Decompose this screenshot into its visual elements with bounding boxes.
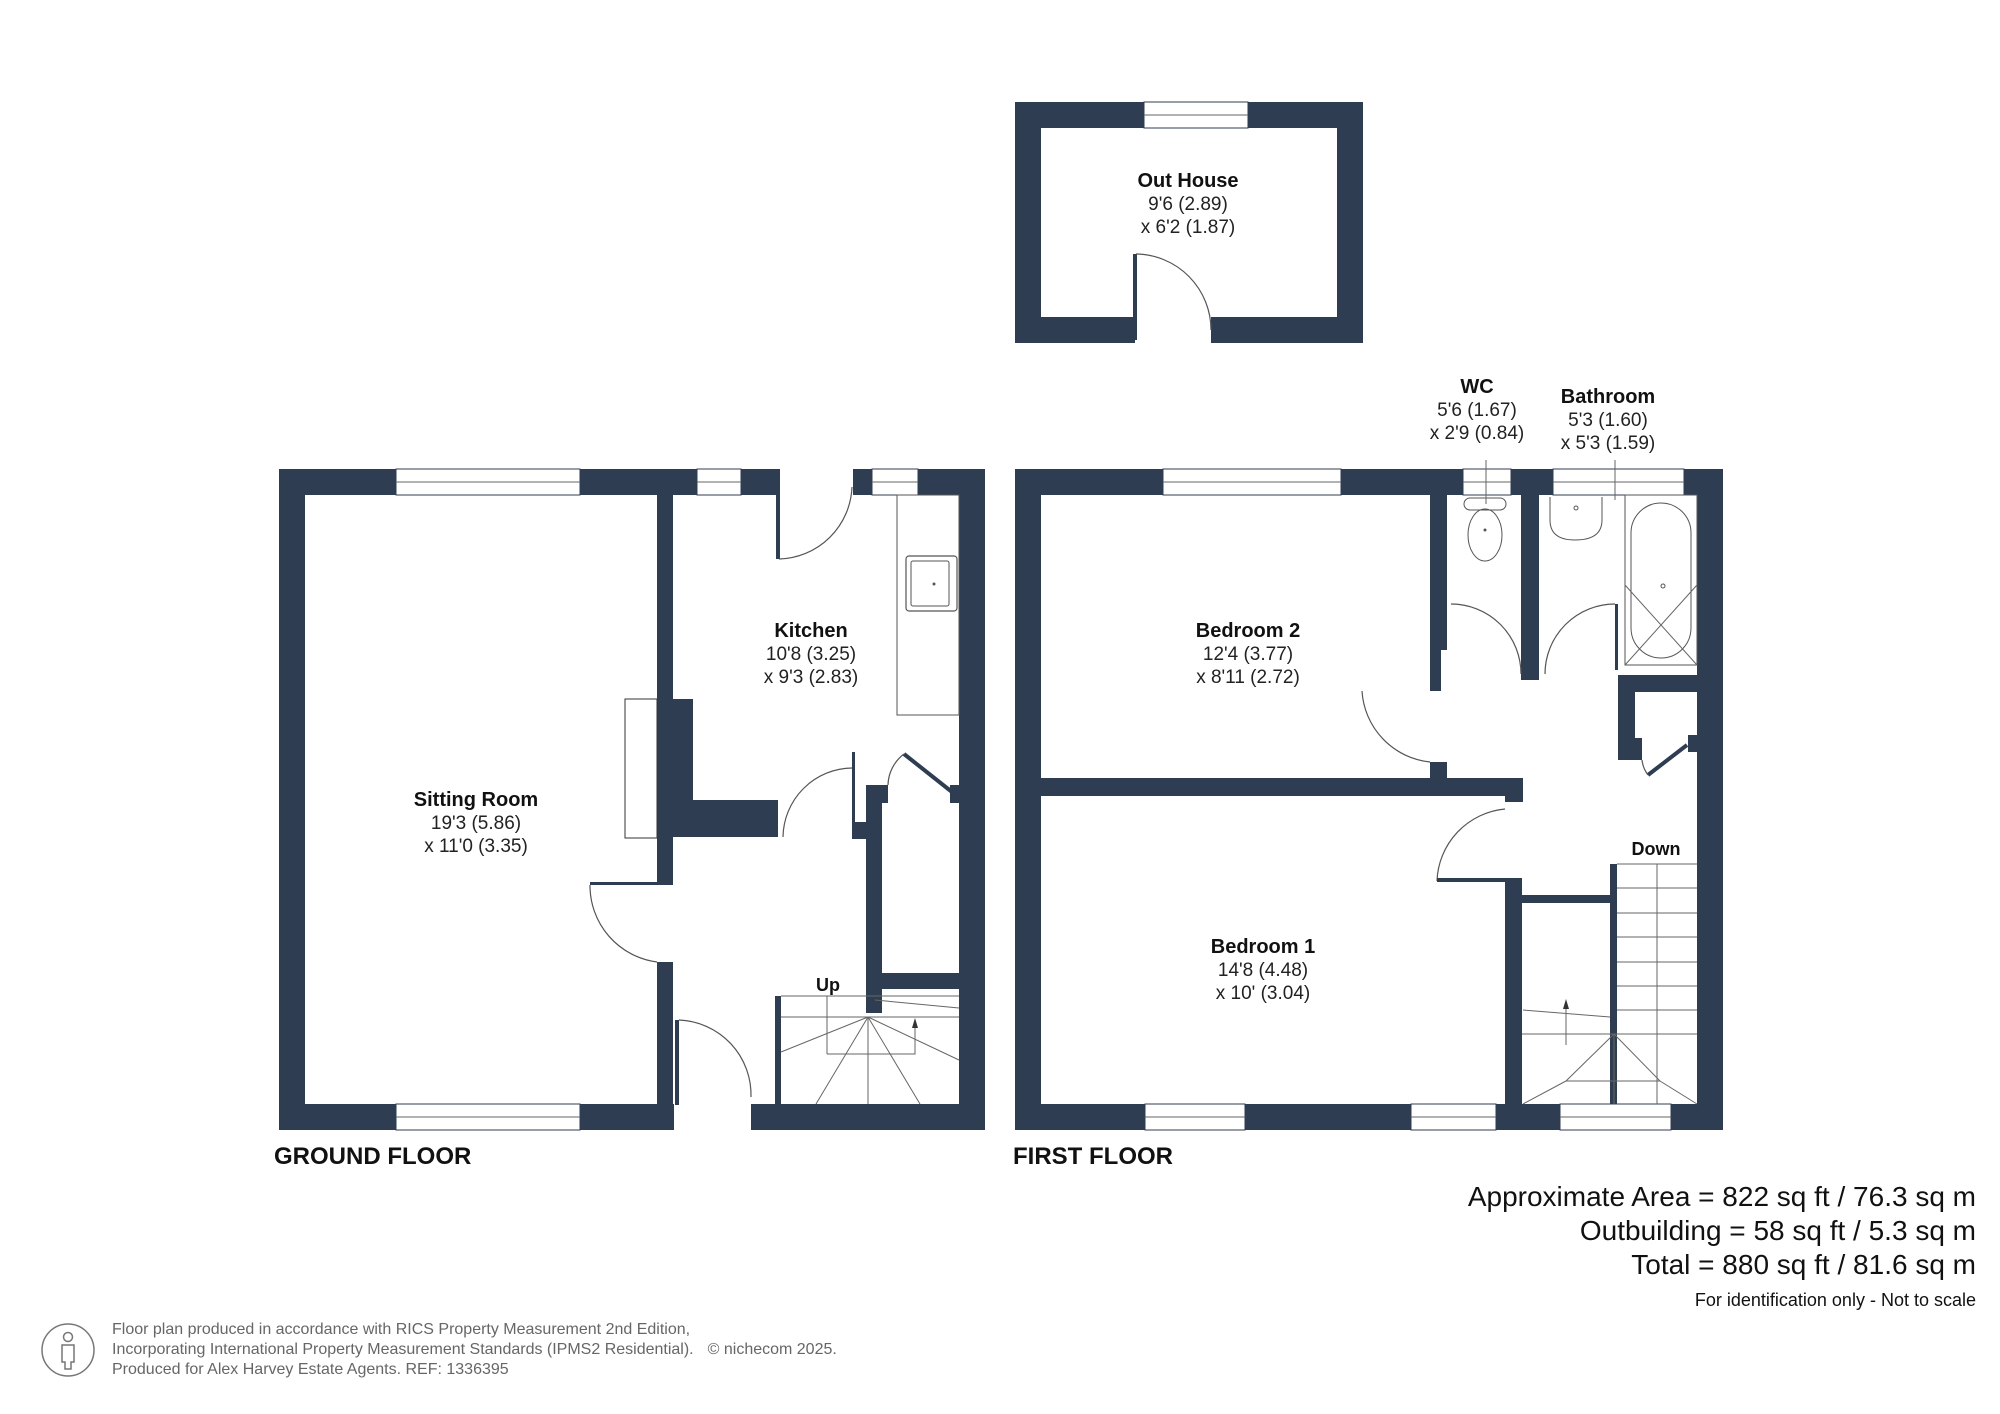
footer-line-3: Produced for Alex Harvey Estate Agents. … bbox=[112, 1361, 509, 1378]
room-name: Bathroom bbox=[1561, 386, 1655, 408]
room-name: Bedroom 2 bbox=[1196, 620, 1300, 642]
outbuilding-area: Outbuilding = 58 sq ft / 5.3 sq m bbox=[1579, 1215, 1976, 1246]
total-area: Total = 880 sq ft / 81.6 sq m bbox=[1631, 1249, 1976, 1280]
footer: Floor plan produced in accordance with R… bbox=[40, 1320, 837, 1380]
disclaimer: For identification only - Not to scale bbox=[1694, 1290, 1976, 1310]
room-dim: x 10' (3.04) bbox=[1216, 983, 1310, 1004]
approximate-area: Approximate Area = 822 sq ft / 76.3 sq m bbox=[1467, 1181, 1976, 1212]
room-dim: 5'6 (1.67) bbox=[1437, 400, 1517, 421]
room-name: Kitchen bbox=[774, 620, 847, 642]
room-dim: 19'3 (5.86) bbox=[431, 813, 521, 834]
room-name: Bedroom 1 bbox=[1211, 936, 1315, 958]
room-dim: x 6'2 (1.87) bbox=[1141, 217, 1235, 238]
room-dim: 9'6 (2.89) bbox=[1148, 194, 1228, 215]
footer-line-2: Incorporating International Property Mea… bbox=[112, 1341, 694, 1358]
stairs-up: Up bbox=[775, 975, 960, 1105]
basin bbox=[1549, 497, 1603, 541]
room-dim: 12'4 (3.77) bbox=[1203, 644, 1293, 665]
room-dim: 14'8 (4.48) bbox=[1218, 960, 1308, 981]
stairs-label: Down bbox=[1632, 839, 1681, 859]
room-dim: 10'8 (3.25) bbox=[766, 644, 856, 665]
out-house: Out House 9'6 (2.89) x 6'2 (1.87) bbox=[1015, 101, 1363, 343]
room-dim: x 9'3 (2.83) bbox=[764, 667, 858, 688]
room-dim: 5'3 (1.60) bbox=[1568, 410, 1648, 431]
area-summary: Approximate Area = 822 sq ft / 76.3 sq m… bbox=[1468, 1180, 1976, 1311]
first-floor: Down Bedroom 2 12'4 (3.77) x 8'11 (2.72)… bbox=[1015, 376, 1723, 1131]
room-dim: x 11'0 (3.35) bbox=[424, 836, 528, 857]
room-dim: x 2'9 (0.84) bbox=[1430, 423, 1524, 444]
copyright: © nichecom 2025. bbox=[707, 1341, 837, 1358]
toilet bbox=[1463, 497, 1507, 562]
stairs-down: Down bbox=[1522, 839, 1698, 1105]
bath bbox=[1624, 494, 1698, 666]
ground-floor-label: GROUND FLOOR bbox=[274, 1143, 472, 1170]
room-dim: x 5'3 (1.59) bbox=[1561, 433, 1655, 454]
room-name: WC bbox=[1460, 376, 1493, 398]
first-floor-label: FIRST FLOOR bbox=[1013, 1143, 1173, 1170]
door-swing bbox=[1135, 253, 1212, 331]
person-in-circle-icon bbox=[41, 1323, 95, 1377]
stairs-label: Up bbox=[816, 975, 840, 995]
footer-line-1: Floor plan produced in accordance with R… bbox=[112, 1321, 691, 1338]
ground-floor: Up Sitting Room 19'3 (5.86) x 11'0 (3.35… bbox=[279, 468, 985, 1131]
room-name: Out House bbox=[1137, 170, 1238, 192]
room-name: Sitting Room bbox=[414, 789, 538, 811]
room-dim: x 8'11 (2.72) bbox=[1196, 667, 1300, 688]
